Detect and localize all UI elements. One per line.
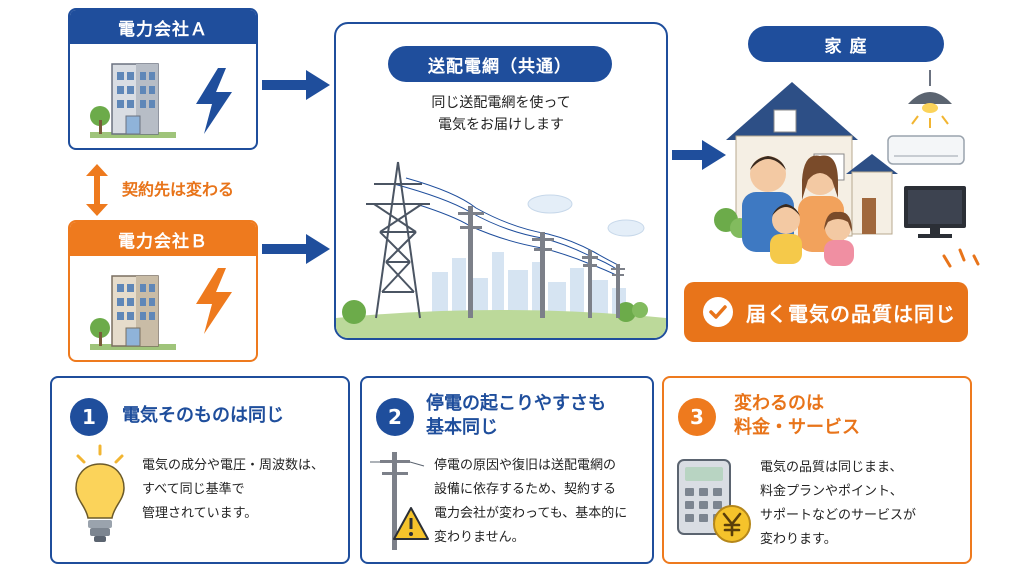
card-3-title-line2: 料金・サービス [734, 417, 860, 438]
info-card-1: 1 電気そのものは同じ 電気の成分や電圧・周波数は、 すべて同じ基準で 管理され… [50, 376, 350, 564]
card-3-body-line2: 料金プランやポイント、 [760, 484, 903, 499]
company-a-card: 電力会社Ａ [68, 8, 258, 150]
grid-desc-line2: 電気をお届けします [438, 117, 564, 133]
arrow-right-icon [672, 140, 726, 170]
card-2-title-line2: 基本同じ [426, 417, 498, 438]
grid-title: 送配電網（共通） [388, 46, 612, 82]
arrow-right-icon [262, 234, 330, 264]
company-b-label: 電力会社Ｂ [70, 222, 256, 256]
card-3-title-line1: 変わるのは [734, 393, 824, 414]
card-3-body-line3: サポートなどのサービスが [760, 508, 917, 523]
power-lines-illustration [336, 161, 666, 338]
office-building-icon [90, 63, 176, 138]
info-card-2: 2 停電の起こりやすさも 基本同じ 停電の原因や復旧は送配電網の 設備に依存する… [360, 376, 654, 564]
card-1-title: 電気そのものは同じ [122, 405, 284, 426]
yen-coin-icon [713, 505, 751, 543]
check-circle-icon [703, 297, 733, 327]
company-b-card: 電力会社Ｂ [68, 220, 258, 362]
card-2-number: 2 [376, 398, 414, 436]
card-1-body-line3: 管理されています。 [142, 506, 258, 521]
card-1-number: 1 [70, 398, 108, 436]
company-a-label: 電力会社Ａ [70, 10, 256, 44]
card-2-body-line1: 停電の原因や復旧は送配電網の [434, 458, 617, 473]
lightning-bolt-b-icon [196, 268, 232, 334]
warning-icon [393, 507, 429, 540]
lightning-bolt-a-icon [196, 68, 232, 134]
card-3-body-line1: 電気の品質は同じまま、 [760, 460, 903, 475]
card-2-body-line2: 設備に依存するため、契約する [434, 482, 617, 497]
home-title: 家 庭 [748, 26, 944, 62]
quality-badge: 届く電気の品質は同じ [684, 282, 968, 342]
lightbulb-icon [75, 444, 125, 542]
quality-badge-text: 届く電気の品質は同じ [746, 301, 956, 326]
info-card-3: 3 変わるのは 料金・サービス 電気の品質は同じまま、 料金プランやポイント、 … [662, 376, 972, 564]
card-3-number: 3 [678, 398, 716, 436]
card-1-body-line1: 電気の成分や電圧・周波数は、 [142, 458, 325, 473]
switch-note: 契約先は変わる [122, 180, 235, 199]
card-2-body-line4: 変わりません。 [434, 530, 525, 545]
swap-arrow-icon [86, 164, 108, 216]
arrow-right-icon [262, 70, 330, 100]
grid-desc-line1: 同じ送配電網を使って [431, 95, 571, 111]
card-2-body-line3: 電力会社が変わっても、基本的に [434, 506, 628, 521]
card-2-title-line1: 停電の起こりやすさも [426, 393, 606, 414]
card-1-body-line2: すべて同じ基準で [142, 482, 245, 497]
office-building-icon [90, 275, 176, 350]
card-3-body-line4: 変わります。 [760, 532, 837, 547]
transmission-grid-panel: 送配電網（共通） 同じ送配電網を使って 電気をお届けします [334, 22, 668, 340]
home-family-illustration [714, 70, 980, 268]
utility-pole-icon [370, 452, 425, 550]
